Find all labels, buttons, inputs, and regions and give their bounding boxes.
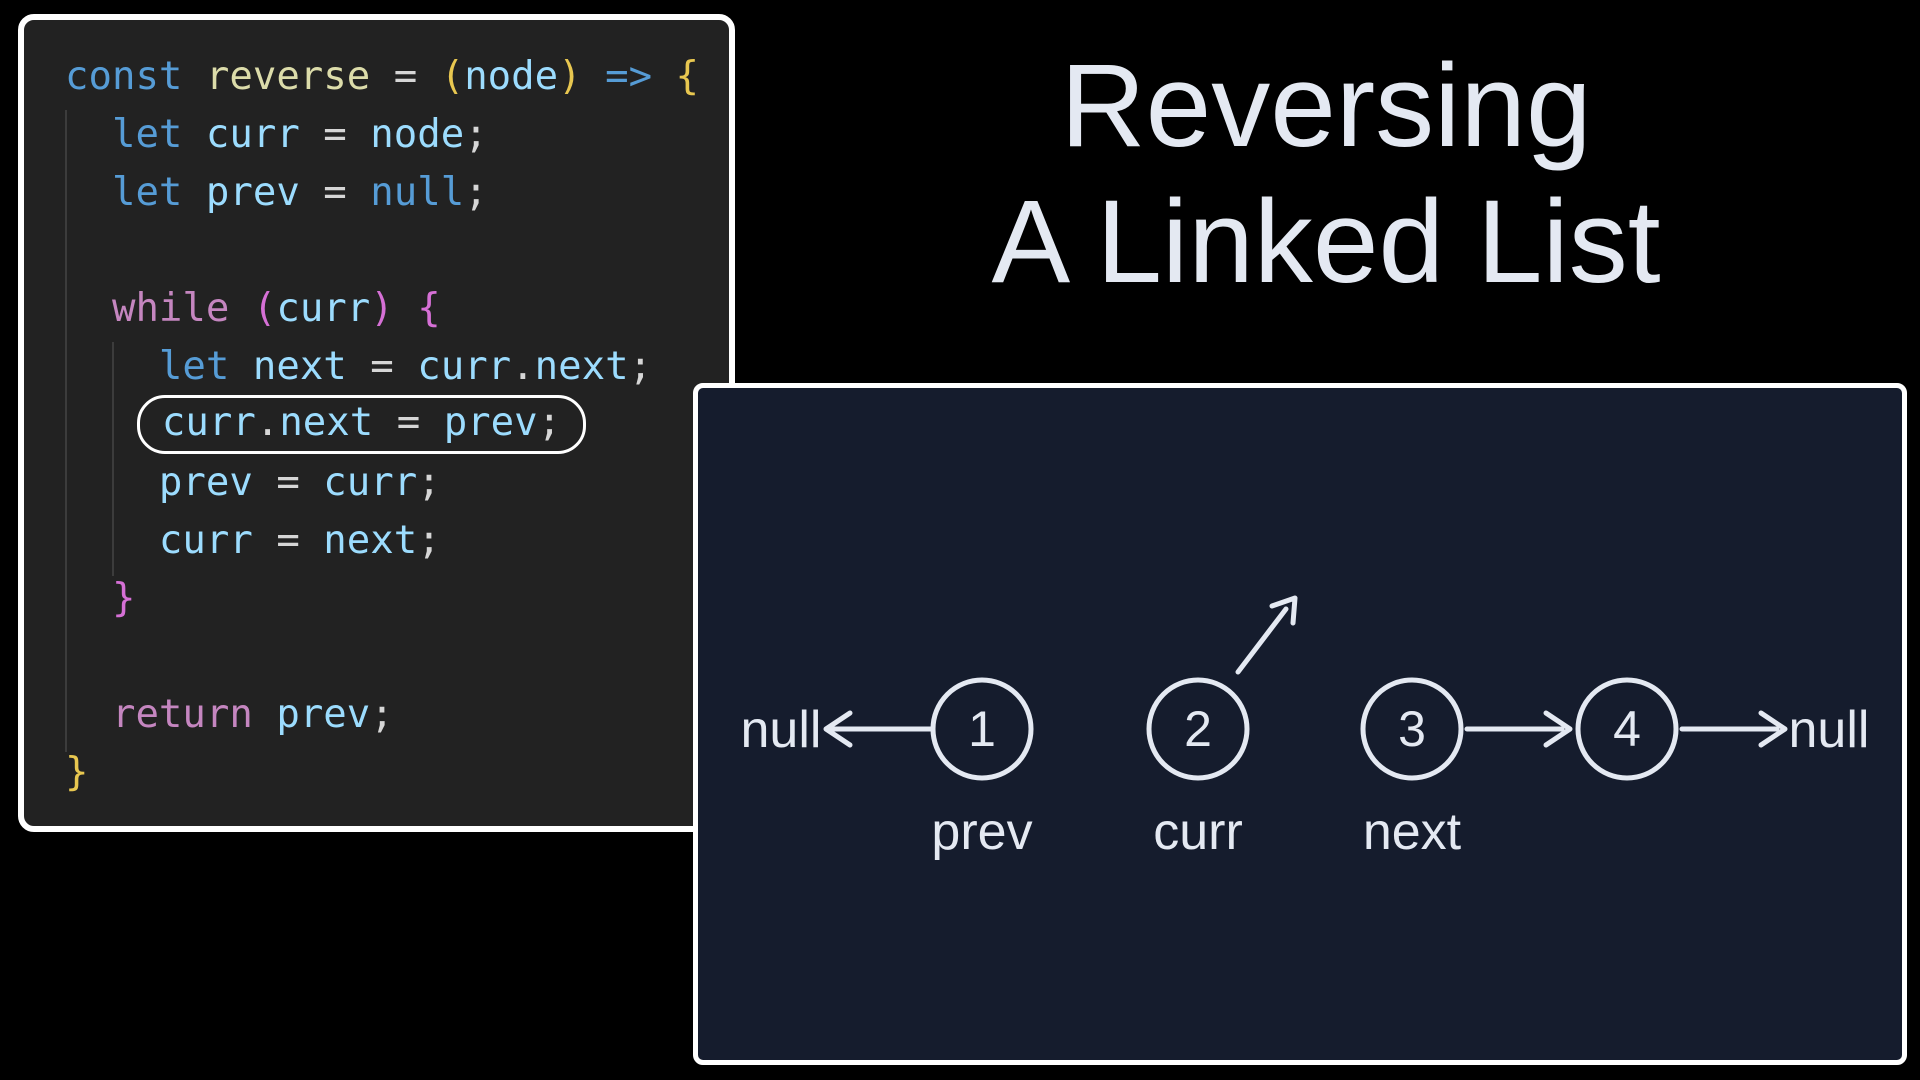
code-token: next <box>279 399 374 445</box>
code-token: prev <box>205 169 300 215</box>
code-token: prev <box>443 399 538 445</box>
code-line: while (curr) { <box>65 279 699 337</box>
node-circle <box>1146 677 1250 781</box>
code-token: next <box>534 343 629 389</box>
code-line: let prev = null; <box>65 163 699 221</box>
code-token <box>182 170 205 215</box>
code-token: node <box>370 111 465 157</box>
code-token: . <box>255 399 280 445</box>
code-token <box>582 54 605 99</box>
arrow-head-node1-to-null-left <box>823 710 853 748</box>
code-line: return prev; <box>65 685 699 743</box>
code-token: ( <box>440 53 465 99</box>
code-token: null <box>370 169 465 215</box>
code-line <box>65 221 699 279</box>
code-token <box>652 54 675 99</box>
node-pointer-label: curr <box>1153 803 1243 861</box>
page-title-line-2: A Linked List <box>991 176 1661 308</box>
node-circle <box>1575 677 1679 781</box>
code-token: ; <box>464 169 488 215</box>
code-line: curr.next = prev; <box>65 394 699 454</box>
code-token: let <box>111 169 183 215</box>
code-token: = <box>252 517 324 563</box>
code-token: ; <box>417 459 441 505</box>
code-token: let <box>111 111 183 157</box>
code-line: prev = curr; <box>65 453 699 511</box>
code-token: ; <box>417 517 441 563</box>
null-label-left: null <box>741 701 822 759</box>
code-token: curr <box>276 285 371 331</box>
code-line: let next = curr.next; <box>65 337 699 395</box>
page-title: Reversing A Linked List <box>726 38 1920 310</box>
node-value: 1 <box>968 701 996 757</box>
code-token: let <box>158 343 230 389</box>
indent-guide <box>112 342 114 576</box>
code-token: while <box>111 285 230 331</box>
code-token: node <box>464 53 559 99</box>
highlight-circle: curr.next = prev; <box>136 394 587 454</box>
code-token: curr <box>417 343 512 389</box>
indent-guide <box>65 110 67 752</box>
code-token: { <box>675 53 700 99</box>
code-token: } <box>65 749 89 795</box>
linked-list-diagram: null null 1 prev 2 curr 3 next 4 <box>741 595 1870 861</box>
arrow-head-node4-to-null-right <box>1758 710 1788 748</box>
code-line: } <box>65 743 699 801</box>
code-line: } <box>65 569 699 627</box>
code-token: curr <box>323 459 418 505</box>
code-line <box>65 627 699 685</box>
code-token: . <box>511 343 535 389</box>
code-token <box>229 344 252 389</box>
code-token: = <box>373 399 444 445</box>
arrow-curr-next-up-right <box>1235 606 1289 675</box>
code-token <box>182 54 205 99</box>
linked-list-diagram-panel: null null 1 prev 2 curr 3 next 4 <box>693 383 1907 1065</box>
node-pointer-label: next <box>1363 803 1462 861</box>
node-value: 4 <box>1613 701 1641 757</box>
code-token <box>182 112 205 157</box>
code-token: { <box>417 285 441 331</box>
code-line: const reverse = (node) => { <box>65 47 699 105</box>
code-token: reverse <box>205 53 371 99</box>
code-token: ; <box>370 691 394 737</box>
code-token: } <box>111 575 136 621</box>
code-token: prev <box>158 459 253 505</box>
code-token: next <box>323 517 418 563</box>
code-token: curr <box>205 111 300 157</box>
code-token: = <box>252 459 324 505</box>
code-line: curr = next; <box>65 511 699 569</box>
code-token: return <box>111 691 253 737</box>
code-token: ) <box>370 285 394 331</box>
code-block: const reverse = (node) => { let curr = n… <box>65 47 699 801</box>
code-token: = <box>370 53 441 99</box>
code-token: curr <box>158 517 253 563</box>
arrow-head-curr-next-up-right <box>1269 595 1298 626</box>
code-token: ( <box>252 285 277 331</box>
code-token: ) <box>558 53 582 99</box>
node-circle <box>1360 677 1464 781</box>
code-token: ; <box>628 343 653 389</box>
page-title-line-1: Reversing <box>1060 40 1592 172</box>
node-value: 3 <box>1398 701 1426 757</box>
arrow-head-node3-to-node4 <box>1543 710 1573 748</box>
code-token <box>253 692 276 737</box>
code-token: next <box>252 343 347 389</box>
code-token: => <box>605 53 653 99</box>
code-token: = <box>299 169 371 215</box>
null-label-right: null <box>1789 701 1870 759</box>
code-editor-panel: const reverse = (node) => { let curr = n… <box>18 14 735 832</box>
code-token <box>229 286 252 331</box>
code-token: const <box>65 53 183 99</box>
code-token: prev <box>276 691 371 737</box>
node-value: 2 <box>1184 701 1212 757</box>
code-token <box>394 286 417 331</box>
node-pointer-label: prev <box>931 803 1032 861</box>
code-token: ; <box>537 399 562 445</box>
code-token: curr <box>161 399 256 445</box>
code-line: let curr = node; <box>65 105 699 163</box>
code-token: ; <box>464 111 488 157</box>
code-token: = <box>299 111 371 157</box>
code-token: = <box>346 343 418 389</box>
